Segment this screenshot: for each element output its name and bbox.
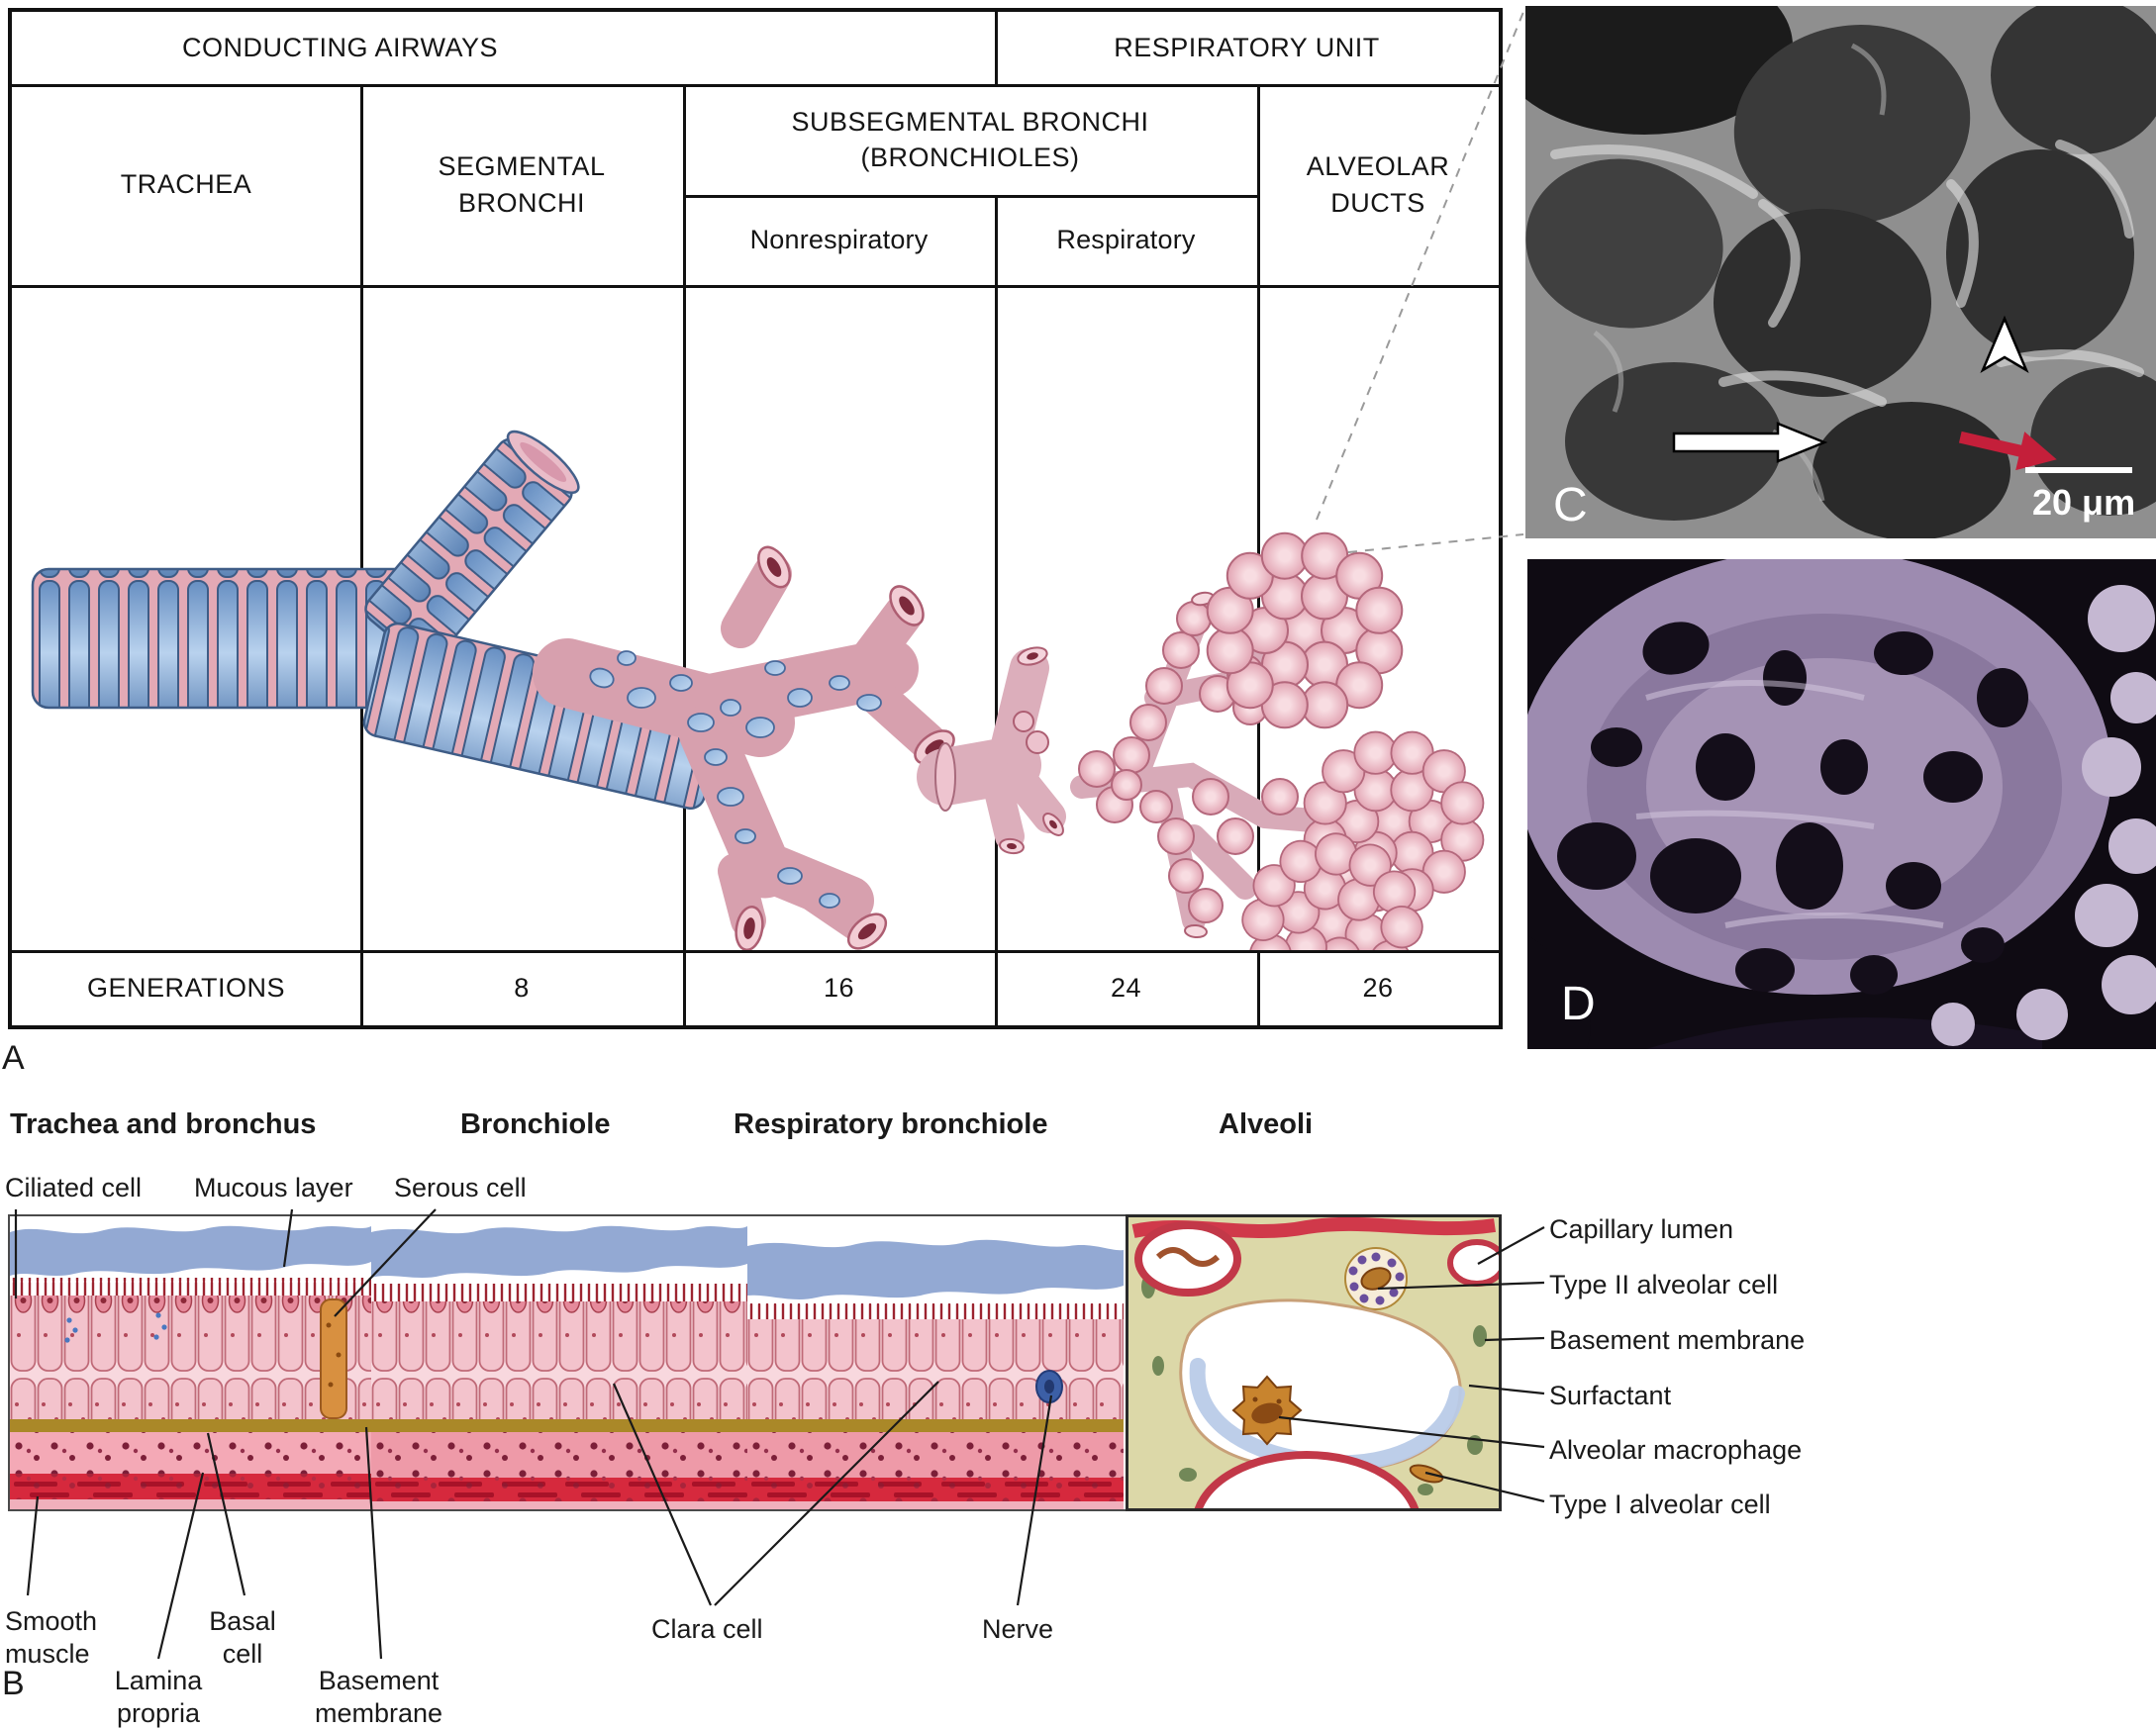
white-arrowhead (1980, 315, 2029, 374)
header-trachea: TRACHEA (120, 169, 252, 200)
cilia-fringe (371, 1284, 747, 1305)
alveolar-bumps (1931, 585, 2156, 1046)
upper-bronchus (364, 430, 580, 664)
table-line (360, 84, 363, 1025)
pores-of-kohn (1557, 622, 2028, 995)
table-line (995, 12, 998, 84)
alveolus-opening (1525, 6, 1793, 135)
b-header-alveoli: Alveoli (1219, 1108, 1314, 1140)
table-line (683, 84, 686, 1025)
generations-16: 16 (823, 972, 855, 1003)
label-type-1-alveolar-cell: Type I alveolar cell (1549, 1490, 1771, 1519)
histology-trachea-bronchus (8, 1214, 373, 1511)
basement-membrane-line (371, 1419, 747, 1432)
alveolar-sac-cluster (1206, 531, 1404, 729)
basement-membrane-line (10, 1419, 371, 1432)
table-line (12, 285, 1499, 288)
type-2-alveolar-cell (1344, 1247, 1408, 1310)
label-nerve: Nerve (982, 1614, 1054, 1644)
table-line (12, 84, 1499, 87)
label-basement-membrane-bottom: Basement membrane (314, 1666, 443, 1728)
scale-bar-label: 20 μm (2032, 482, 2135, 523)
white-arrow (1672, 422, 1828, 463)
serous-cell (320, 1298, 347, 1419)
label-basement-membrane-right: Basement membrane (1549, 1325, 1806, 1355)
bronchiole-piece (917, 648, 1066, 851)
panel-b-letter: B (2, 1665, 25, 1702)
b-header-trachea-bronchus: Trachea and bronchus (10, 1108, 317, 1140)
red-arrow (1958, 431, 2057, 471)
label-capillary-lumen: Capillary lumen (1549, 1214, 1734, 1244)
histology-bronchiole (371, 1214, 749, 1511)
header-respiratory-unit: RESPIRATORY UNIT (1114, 33, 1380, 63)
table-line (995, 195, 998, 1025)
label-clara-cell: Clara cell (651, 1614, 763, 1644)
label-smooth-muscle: Smooth muscle (5, 1606, 98, 1669)
generations-24: 24 (1110, 972, 1142, 1003)
alveolar-macrophage (1231, 1375, 1303, 1446)
sem-photo-c: 20 μm C (1525, 6, 2156, 538)
cilia-fringe (747, 1303, 1124, 1323)
label-alveolar-macrophage: Alveolar macrophage (1549, 1435, 1803, 1465)
epithelium (10, 1296, 371, 1422)
label-basal-cell: Basal cell (209, 1606, 276, 1669)
panel-d-letter: D (1561, 978, 1596, 1030)
goblet-granules (64, 1312, 167, 1343)
generations-label: GENERATIONS (86, 972, 286, 1003)
capillary-lumen-target (1447, 1239, 1499, 1287)
label-ciliated-cell: Ciliated cell (5, 1173, 143, 1202)
histology-alveoli (1126, 1214, 1502, 1511)
panel-c-letter: C (1553, 479, 1588, 531)
header-nonrespiratory: Nonrespiratory (749, 225, 929, 255)
epithelium (371, 1301, 747, 1419)
histology-respiratory-bronchiole (747, 1214, 1127, 1511)
scale-bar (2025, 467, 2132, 473)
airway-illustration (31, 430, 1485, 950)
b-header-respiratory-bronchiole: Respiratory bronchiole (734, 1108, 1048, 1140)
header-conducting-airways: CONDUCTING AIRWAYS (181, 33, 499, 63)
cilia-fringe (10, 1278, 371, 1299)
label-type-2-alveolar-cell: Type II alveolar cell (1549, 1270, 1779, 1299)
label-surfactant: Surfactant (1549, 1381, 1672, 1410)
label-lamina-propria: Lamina propria (114, 1666, 203, 1728)
header-alveolar-ducts: ALVEOLAR DUCTS (1306, 151, 1450, 218)
header-subsegmental-bronchi: SUBSEGMENTAL BRONCHI (BRONCHIOLES) (791, 106, 1149, 172)
header-segmental-bronchi: SEGMENTAL BRONCHI (438, 151, 606, 218)
table-line (12, 950, 1499, 953)
b-header-bronchiole: Bronchiole (460, 1108, 611, 1140)
generations-26: 26 (1362, 972, 1394, 1003)
panel-a-letter: A (2, 1039, 25, 1077)
epithelium (747, 1319, 1124, 1419)
basement-membrane-line (747, 1419, 1124, 1432)
table-line (683, 195, 1257, 198)
cartilage-patches (589, 650, 882, 909)
generations-8: 8 (514, 972, 530, 1003)
label-mucous-layer: Mucous layer (194, 1173, 353, 1202)
mucous-layer-band (747, 1239, 1124, 1299)
label-serous-cell: Serous cell (394, 1173, 527, 1202)
mucous-layer-band (10, 1225, 371, 1276)
mucous-layer-band (371, 1225, 747, 1278)
trachea-tube (31, 567, 426, 710)
sem-photo-d: D (1527, 559, 2156, 1049)
header-respiratory: Respiratory (1056, 225, 1196, 255)
capillary (1194, 1451, 1420, 1508)
